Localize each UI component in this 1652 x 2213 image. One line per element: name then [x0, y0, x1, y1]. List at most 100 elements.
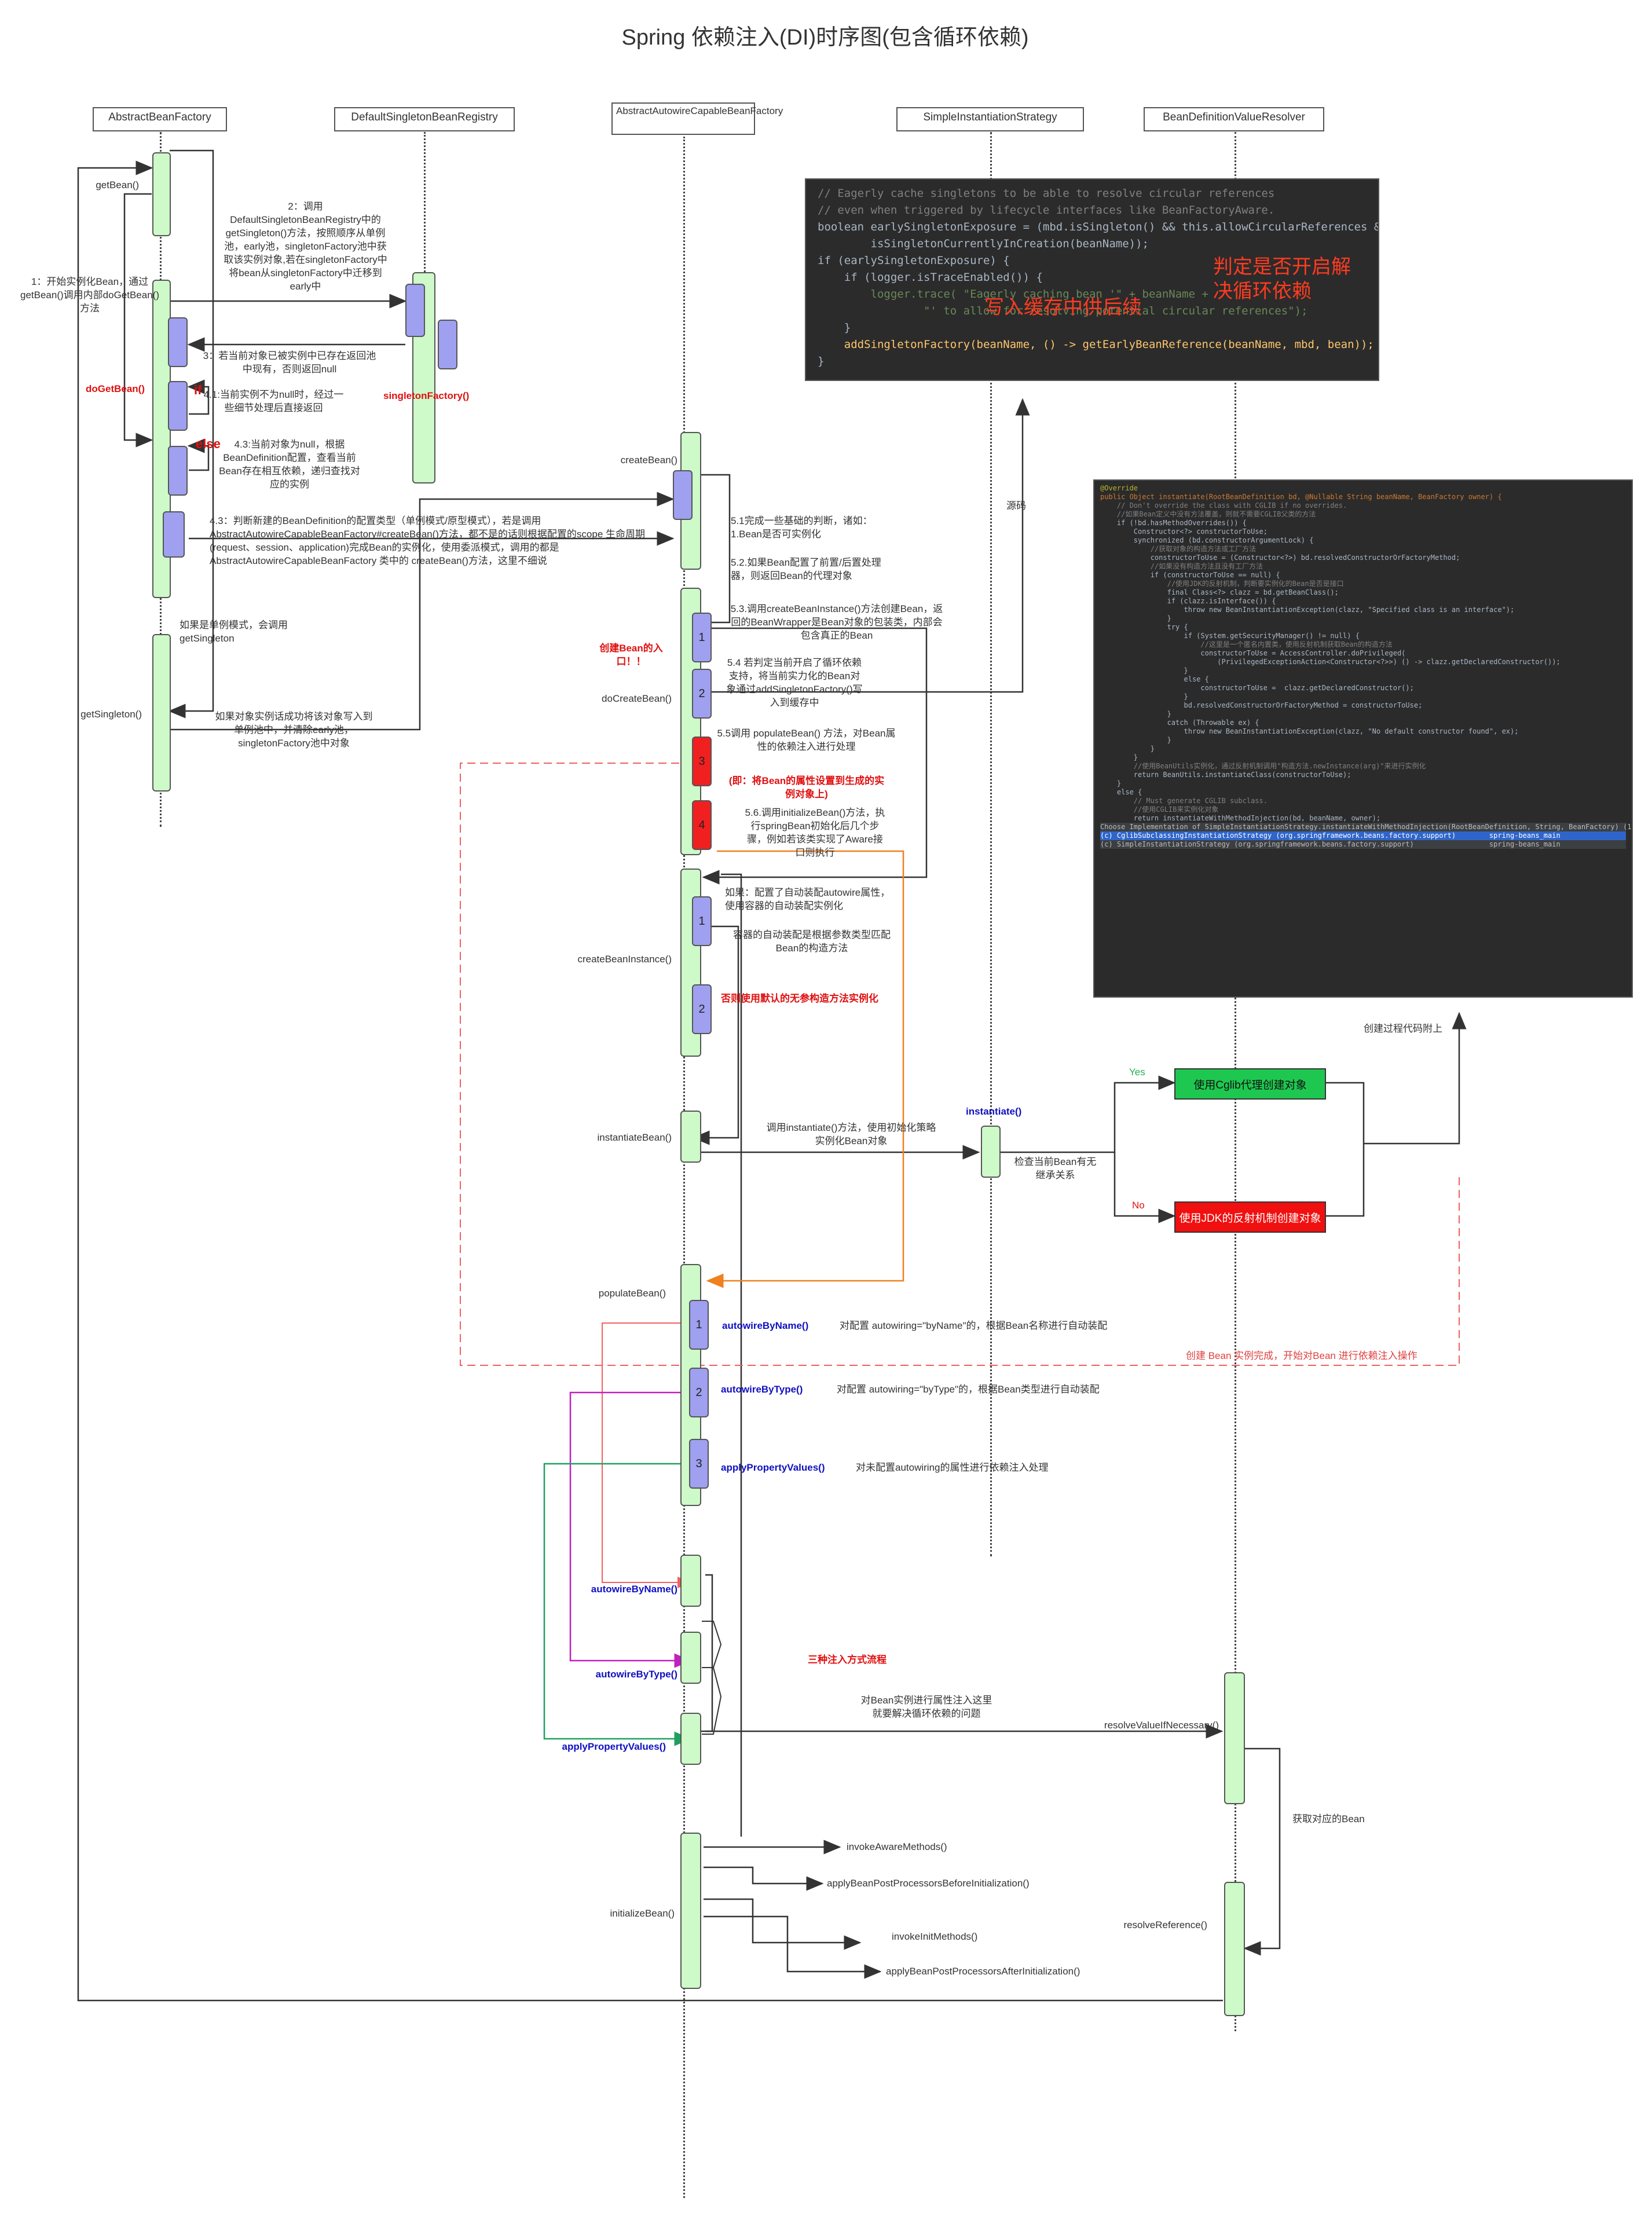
note-create-code: 创建过程代码附上	[1364, 1023, 1442, 1034]
activation-getbean	[152, 152, 171, 236]
note-singleton-call: 如果是单例模式，会调用getSingleton	[180, 620, 288, 644]
code-panel-circular-reference: // Eagerly cache singletons to be able t…	[805, 178, 1379, 381]
code-line: //使用JDK的反射机制，判断要实例化的Bean是否是接口	[1100, 580, 1344, 588]
code-line: if (System.getSecurityManager() != null)…	[1100, 632, 1360, 640]
note-step5-3: 5.3.调用createBeanInstance()方法创建Bean，返回的Be…	[730, 603, 943, 641]
note-yes: Yes	[1129, 1067, 1145, 1078]
code-line: if (clazz.isInterface()) {	[1100, 597, 1276, 605]
label-apply-bpp-after: applyBeanPostProcessorsAfterInitializati…	[886, 1966, 1080, 1977]
activation-dogetbean-step4-1	[168, 381, 188, 431]
code-line: //这里是一个匿名内置类，使用反射机制获取Bean的构造方法	[1100, 640, 1393, 648]
code-line: }	[1100, 693, 1188, 701]
activation-registry-side	[438, 320, 457, 369]
label-singletonfactory: singletonFactory()	[383, 390, 470, 401]
code-line: }	[818, 355, 825, 368]
activation-populatebean-step2: 2	[689, 1368, 709, 1417]
activation-docreatebean-step4: 4	[692, 800, 712, 850]
code-line: }	[1100, 745, 1155, 753]
code-line: isSingletonCurrentlyInCreation(beanName)…	[818, 237, 1149, 250]
note-step4-3: 4.3:当前对象为null，根据BeanDefinition配置，查看当前Bea…	[219, 439, 360, 490]
note-step3: 3：若当前对象已被实例中已存在返回池中现有，否则返回null	[203, 350, 376, 375]
note-get-bean-ref: 获取对应的Bean	[1292, 1813, 1365, 1824]
code-line: (PrivilegedExceptionAction<Constructor<?…	[1100, 658, 1561, 666]
lane-default-singleton-registry: DefaultSingletonBeanRegistry	[334, 107, 515, 131]
label-getbean: getBean()	[96, 179, 139, 190]
note-singleton-add: 如果对象实例话成功将该对象写入到单例池中，并清除early池，singleton…	[215, 711, 373, 749]
note-byname-desc: 对配置 autowiring="byName"的，根据Bean名称进行自动装配	[840, 1320, 1108, 1331]
activation-populatebean-step1: 1	[689, 1300, 709, 1350]
code-line: catch (Throwable ex) {	[1100, 719, 1259, 727]
lane-abstract-autowire-factory: AbstractAutowireCapableBeanFactory	[611, 102, 783, 135]
note-step4-3b: 4.3：判断新建的BeanDefinition的配置类型（单例模式/原型模式），…	[210, 515, 646, 566]
activation-docreatebean-step3: 3	[692, 737, 712, 786]
label-invoke-init-methods: invokeInitMethods()	[892, 1931, 978, 1942]
code-line: constructorToUse = AccessController.doPr…	[1100, 649, 1406, 657]
code-line: //如果Bean定义中没有方法覆盖，则就不需要CGLIB父类的方法	[1100, 510, 1316, 518]
note-step5-2: 5.2.如果Bean配置了前置/后置处理器，则返回Bean的代理对象	[731, 557, 881, 581]
code-popup-item[interactable]: (c) SimpleInstantiationStrategy (org.spr…	[1100, 840, 1626, 849]
code-line: return instantiateWithMethodInjection(bd…	[1100, 814, 1381, 822]
code-line: }	[818, 321, 851, 334]
activation-dogetbean-step3	[168, 317, 188, 367]
note-step1: 1：开始实例化Bean，通过getBean()调用内部doGetBean()方法	[20, 276, 159, 314]
jdk-reflection-box: 使用JDK的反射机制创建对象	[1174, 1201, 1326, 1233]
label-populatebean: populateBean()	[598, 1288, 666, 1299]
note-instantiate-call: 调用instantiate()方法，使用初始化策略实例化Bean对象	[766, 1122, 936, 1146]
activation-autowire-byname	[680, 1555, 701, 1607]
label-createbeaninstance: createBeanInstance()	[577, 954, 672, 965]
note-autowire-ctor-2: 容器的自动装配是根据参数类型匹配Bean的构造方法	[733, 929, 891, 954]
activation-populatebean-step3: 3	[689, 1439, 709, 1489]
code-line: // even when triggered by lifecycle inte…	[818, 204, 1275, 217]
code-line: public Object instantiate(RootBeanDefini…	[1100, 493, 1502, 501]
note-resolve-desc: 对Bean实例进行属性注入这里就要解决循环依赖的问题	[860, 1695, 992, 1719]
code-line: throw new BeanInstantiationException(cla…	[1100, 727, 1519, 735]
label-dogetbean: doGetBean()	[86, 383, 145, 394]
lifeline-aacbf	[683, 137, 685, 2198]
code-line: constructorToUse = clazz.getDeclaredCons…	[1100, 684, 1414, 692]
label-apply-property-values-2: applyPropertyValues()	[562, 1741, 666, 1752]
note-prop-set: (即：将Bean的属性设置到生成的实例对象上)	[728, 775, 885, 800]
note-bytype-desc: 对配置 autowiring="byType"的，根据Bean类型进行自动装配	[837, 1384, 1100, 1395]
lane-abstract-bean-factory: AbstractBeanFactory	[93, 107, 227, 131]
activation-registry-lookup	[405, 284, 425, 337]
step-number: 2	[698, 1002, 705, 1016]
label-docreatebean: doCreateBean()	[602, 693, 672, 704]
code-line: if (constructorToUse == null) {	[1100, 571, 1280, 579]
code-line: }	[1100, 779, 1122, 787]
activation-initializebean	[680, 1833, 701, 1989]
code-line: else {	[1100, 675, 1209, 683]
code-line: }	[1100, 753, 1138, 761]
label-autowire-byname-2: autowireByName()	[591, 1584, 677, 1595]
code-line: if (!bd.hasMethodOverrides()) {	[1100, 519, 1247, 527]
activation-docreatebean-step2: 2	[692, 669, 712, 719]
code-line: // Don't override the class with CGLIB i…	[1100, 501, 1347, 510]
code-line: //如果没有构造方法且没有工厂方法	[1100, 562, 1263, 570]
code-line: try {	[1100, 623, 1188, 631]
activation-apply-property-values	[680, 1713, 701, 1765]
label-apply-property-values-1: applyPropertyValues()	[721, 1462, 825, 1473]
label-initializebean: initializeBean()	[610, 1908, 675, 1919]
note-step4-1: 4.1:当前实例不为null时，经过一些细节处理后直接返回	[203, 389, 344, 413]
activation-createbeaninstance-step1: 1	[692, 896, 712, 946]
note-step5-1: 5.1完成一些基础的判断，诸如：1.Bean是否可实例化	[731, 515, 873, 540]
code-popup-item[interactable]: (c) CglibSubclassingInstantiationStrateg…	[1100, 831, 1626, 840]
lane-bean-definition-value-resolver: BeanDefinitionValueResolver	[1144, 107, 1324, 131]
code-panel-instantiate: @Override public Object instantiate(Root…	[1093, 479, 1633, 998]
label-apply-bpp-before: applyBeanPostProcessorsBeforeInitializat…	[827, 1878, 1030, 1889]
note-else: else	[196, 437, 221, 451]
note-create-done: 创建 Bean 实例完成，开始对Bean 进行依赖注入操作	[1186, 1350, 1417, 1361]
code-line: }	[1100, 710, 1171, 718]
activation-resolve-reference	[1224, 1882, 1245, 2016]
activation-docreatebean-step1: 1	[692, 613, 712, 662]
code-line: @Override	[1100, 484, 1138, 492]
code-line: if (logger.isTraceEnabled()) {	[818, 271, 1043, 284]
note-create-entry: 创建Bean的入口！！	[599, 643, 663, 667]
lifeline-sis	[990, 132, 992, 1556]
code-line: throw new BeanInstantiationException(cla…	[1100, 606, 1515, 614]
step-number: 2	[695, 1386, 702, 1399]
step-number: 4	[698, 818, 705, 831]
note-three-ways: 三种注入方式流程	[808, 1654, 887, 1665]
label-autowire-bytype-1: autowireByType()	[721, 1384, 803, 1395]
